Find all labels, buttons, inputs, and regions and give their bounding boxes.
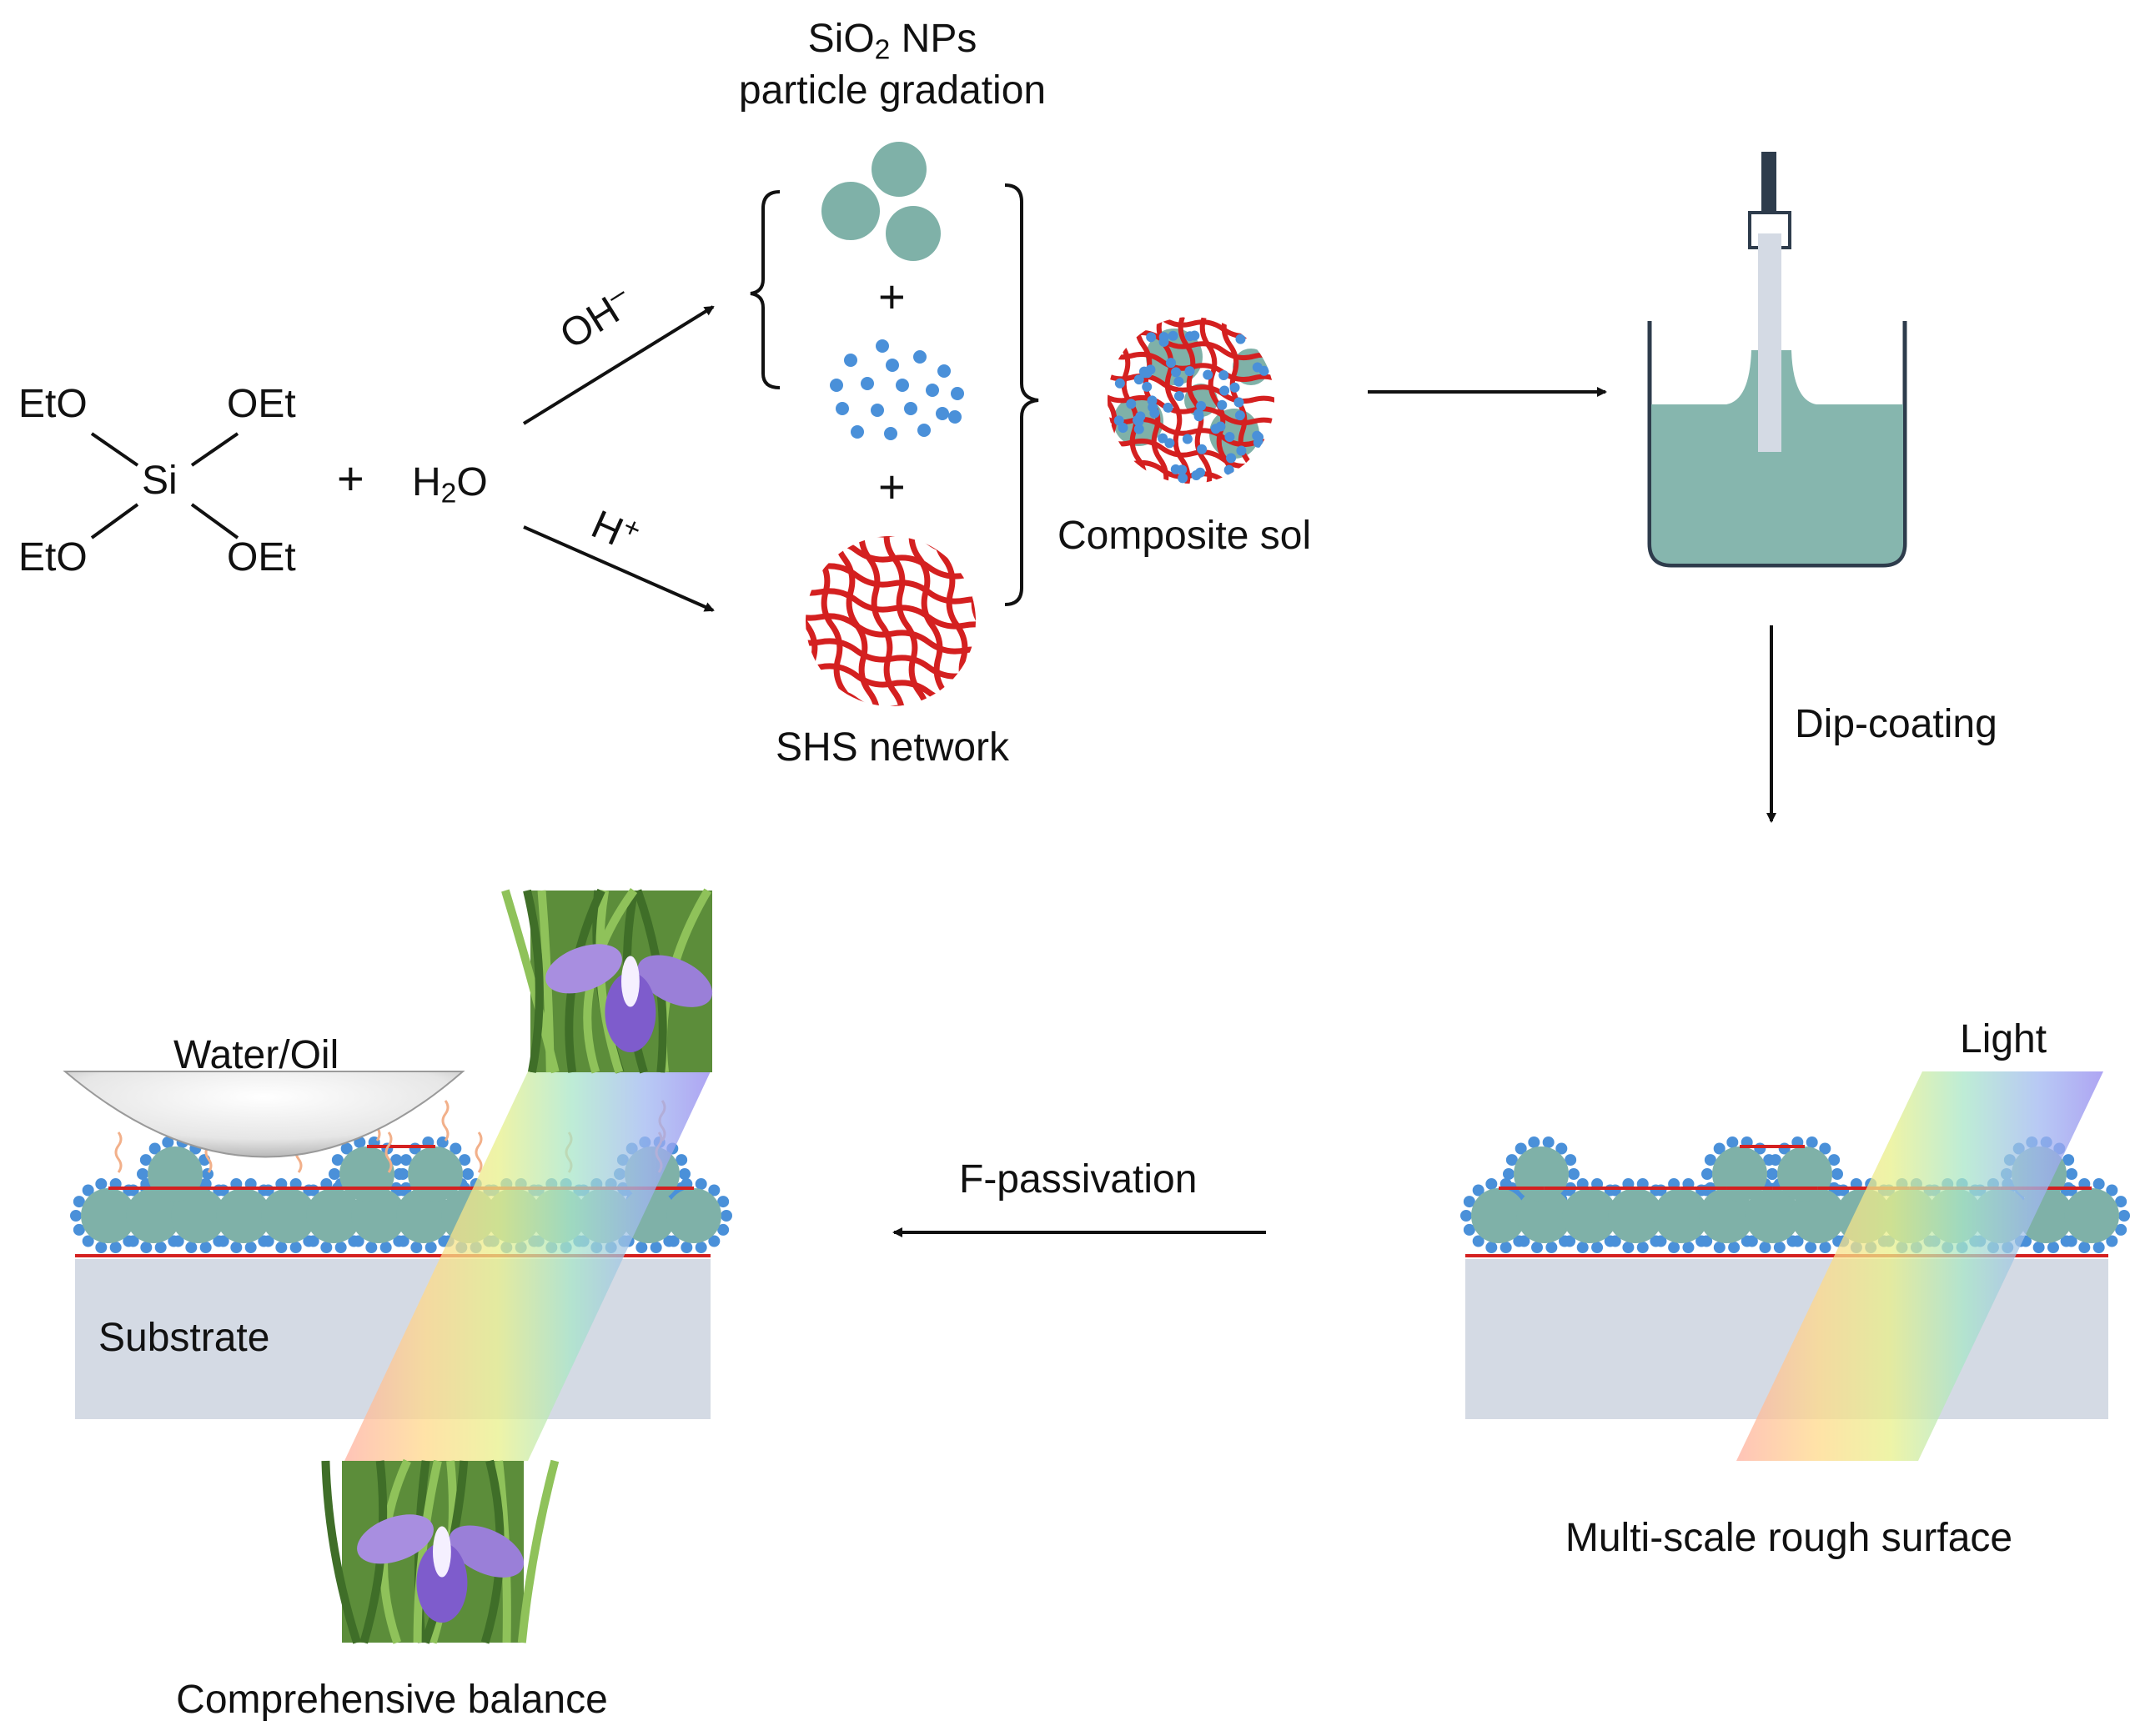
- composite-sol-label: Composite sol: [1057, 514, 1312, 558]
- water-oil-label: Water/Oil: [173, 1033, 339, 1077]
- reaction-arrows: [522, 305, 1776, 1237]
- plus-sign: +: [337, 452, 364, 504]
- shs-network-icon: [806, 536, 976, 706]
- flower-photo-icon: [501, 888, 713, 1074]
- nanoparticles-title: SiO2 NPs: [807, 17, 977, 66]
- silicon-label: Si: [142, 459, 178, 503]
- plus-sign: +: [878, 460, 906, 513]
- multi-scale-surface-label: Multi-scale rough surface: [1565, 1516, 2013, 1560]
- ethoxy-label: OEt: [227, 382, 296, 426]
- light-label: Light: [1960, 1017, 2047, 1061]
- component-brackets: [750, 183, 1039, 606]
- tetraethoxysilane-structure: [90, 432, 239, 539]
- plus-sign: +: [878, 270, 906, 323]
- sio2-nanoparticles-large: [821, 142, 941, 261]
- water-formula: H2O: [412, 460, 488, 509]
- acid-catalysis-arrow: [523, 525, 715, 612]
- droplet-icon: [63, 1071, 465, 1158]
- f-passivation-label: F-passivation: [959, 1157, 1198, 1202]
- light-beam-icon: [344, 1071, 2103, 1461]
- sio2-nanoparticles-small: [830, 339, 964, 440]
- particle-gradation-label: particle gradation: [738, 68, 1047, 113]
- dip-coater-icon: [1647, 152, 1907, 568]
- comprehensive-balance-label: Comprehensive balance: [176, 1678, 608, 1722]
- composite-sol-icon: [1108, 317, 1274, 484]
- shs-network-label: SHS network: [775, 725, 1010, 770]
- ethoxy-label: EtO: [18, 535, 88, 580]
- dip-coating-label: Dip-coating: [1795, 702, 1997, 746]
- base-catalysis-arrow: [522, 305, 715, 425]
- ethoxy-label: OEt: [227, 535, 296, 580]
- flower-photo-icon: [321, 1458, 560, 1644]
- substrate-label: Substrate: [98, 1316, 270, 1360]
- ethoxy-label: EtO: [18, 382, 88, 426]
